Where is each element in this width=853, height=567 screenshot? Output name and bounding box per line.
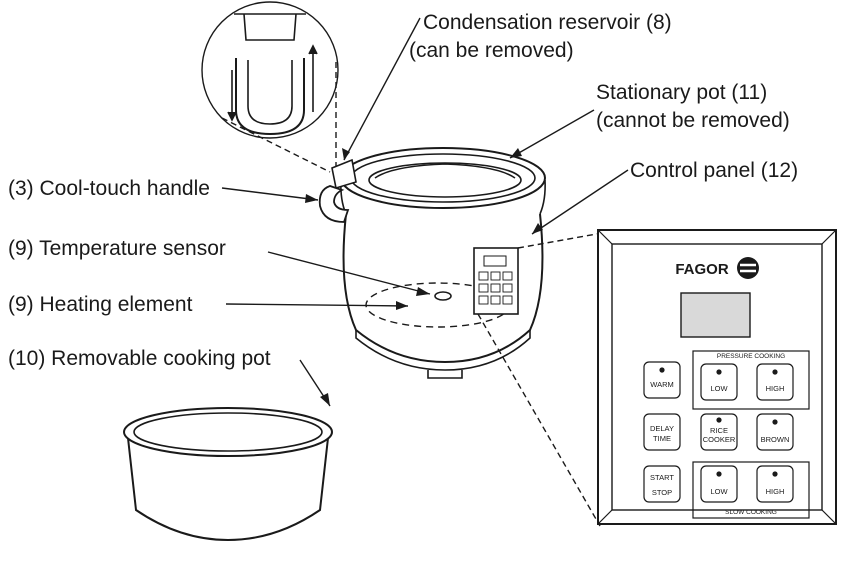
arrow-head-handle <box>305 194 318 203</box>
panel-bevel-bl <box>597 509 613 525</box>
cooker-base-band <box>355 330 531 371</box>
panel-display <box>680 292 751 338</box>
lid-rim-inner <box>350 153 536 203</box>
pressure-high-button[interactable] <box>756 363 794 401</box>
cool-touch-handle-label: (3) Cool-touch handle <box>8 177 210 200</box>
brand-logo-icon <box>737 257 759 279</box>
body-panel-keys <box>478 271 513 305</box>
lid-opening <box>368 162 522 198</box>
zoom-upper-slot <box>243 13 297 41</box>
leader-control-panel <box>531 169 629 235</box>
cooker-body <box>342 213 544 364</box>
condensation-reservoir-sublabel: (can be removed) <box>409 39 574 62</box>
brown-indicator-light <box>772 419 778 425</box>
leader-condensation <box>343 17 421 161</box>
zoom-down-arrow-head <box>227 111 237 122</box>
warm-button[interactable] <box>643 361 681 399</box>
condensation-reservoir-label: Condensation reservoir (8) <box>423 11 672 34</box>
brand-name: FAGOR <box>675 261 729 278</box>
callout-leaders <box>221 17 629 407</box>
rice-cooker-button[interactable] <box>700 413 738 451</box>
slow-high-indicator-light <box>772 471 778 477</box>
arrow-head-condensation <box>342 148 350 160</box>
zoom-dashed-leader-left <box>221 117 331 173</box>
leader-temperature-sensor <box>267 251 431 295</box>
pot-wall <box>127 437 329 542</box>
stationary-pot-label: Stationary pot (11) <box>596 81 768 104</box>
panel-bevel-br <box>821 509 837 525</box>
panel-inner-frame <box>611 243 823 511</box>
panel-dashed-leader-bottom <box>477 313 601 527</box>
warm-indicator-light <box>659 367 665 373</box>
rice-cooker-label-line2: COOKER <box>703 435 736 444</box>
slow-cooking-label: SLOW COOKING <box>725 509 777 516</box>
leader-stationary-pot <box>509 109 595 159</box>
enlarged-control-panel <box>597 229 837 525</box>
brown-button-label: BROWN <box>761 435 790 444</box>
panel-dashed-leader-top <box>517 231 609 249</box>
panel-bevel-tr <box>821 229 837 245</box>
brown-button[interactable] <box>756 413 794 451</box>
slow-high-button[interactable] <box>756 465 794 503</box>
pressure-high-indicator-light <box>772 369 778 375</box>
pot-inner-shadow <box>374 163 516 179</box>
stationary-pot-sublabel: (cannot be removed) <box>596 109 790 132</box>
rice-cooker-indicator-light <box>716 417 722 423</box>
slow-low-button[interactable] <box>700 465 738 503</box>
start-stop-label-line1: START <box>650 473 674 482</box>
cooker-foot <box>427 370 463 379</box>
slow-cooking-group <box>692 461 810 519</box>
leader-handle <box>221 187 319 201</box>
slow-low-indicator-light <box>716 471 722 477</box>
removable-cooking-pot-label: (10) Removable cooking pot <box>8 347 271 370</box>
arrow-head-stationary-pot <box>510 148 522 158</box>
removable-pot-illustration <box>123 407 333 542</box>
pot-rim <box>123 407 333 457</box>
panel-bevel-tl <box>597 229 613 245</box>
indicator-lights <box>659 367 778 477</box>
start-stop-button[interactable] <box>643 465 681 503</box>
delay-time-label-line2: TIME <box>653 434 671 443</box>
slow-high-label: HIGH <box>766 487 785 496</box>
pressure-low-indicator-light <box>716 369 722 375</box>
pressure-cooking-label: PRESSURE COOKING <box>717 353 785 360</box>
body-control-panel <box>473 247 519 315</box>
control-panel-label: Control panel (12) <box>630 159 799 182</box>
zoom-circle <box>201 1 339 139</box>
arrow-head-control-panel <box>532 223 543 234</box>
arrow-head-heating-element <box>396 301 408 310</box>
brand-logo-icon-bars <box>740 263 756 273</box>
zoom-inner-cup <box>247 60 293 125</box>
condensation-reservoir <box>331 158 357 190</box>
slow-low-label: LOW <box>710 487 728 496</box>
temperature-sensor-label: (9) Temperature sensor <box>8 237 226 260</box>
zoom-outer-cup <box>235 58 305 136</box>
cooker-illustration <box>318 147 546 379</box>
temperature-sensor <box>434 291 452 301</box>
arrow-head-temperature-sensor <box>416 287 430 296</box>
pressure-low-label: LOW <box>710 384 728 393</box>
pot-rim-inner <box>133 412 323 452</box>
cool-touch-handle <box>318 185 350 223</box>
leader-heating-element <box>225 303 409 307</box>
arrow-head-removable-pot <box>320 393 330 406</box>
heating-element-label: (9) Heating element <box>8 293 193 316</box>
reservoir-zoom-detail <box>201 1 339 139</box>
start-stop-label-line2: STOP <box>652 488 672 497</box>
delay-time-label-line1: DELAY <box>650 424 674 433</box>
pressure-high-label: HIGH <box>766 384 785 393</box>
body-panel-display <box>483 255 507 267</box>
rice-cooker-label-line1: RICE <box>710 426 728 435</box>
callout-arrow-heads <box>305 148 543 406</box>
body-shoulder-right <box>539 179 546 215</box>
pressure-low-button[interactable] <box>700 363 738 401</box>
pressure-cooking-group <box>692 350 810 410</box>
warm-button-label: WARM <box>650 380 673 389</box>
zoom-up-arrow-head <box>308 44 318 55</box>
delay-time-button[interactable] <box>643 413 681 451</box>
